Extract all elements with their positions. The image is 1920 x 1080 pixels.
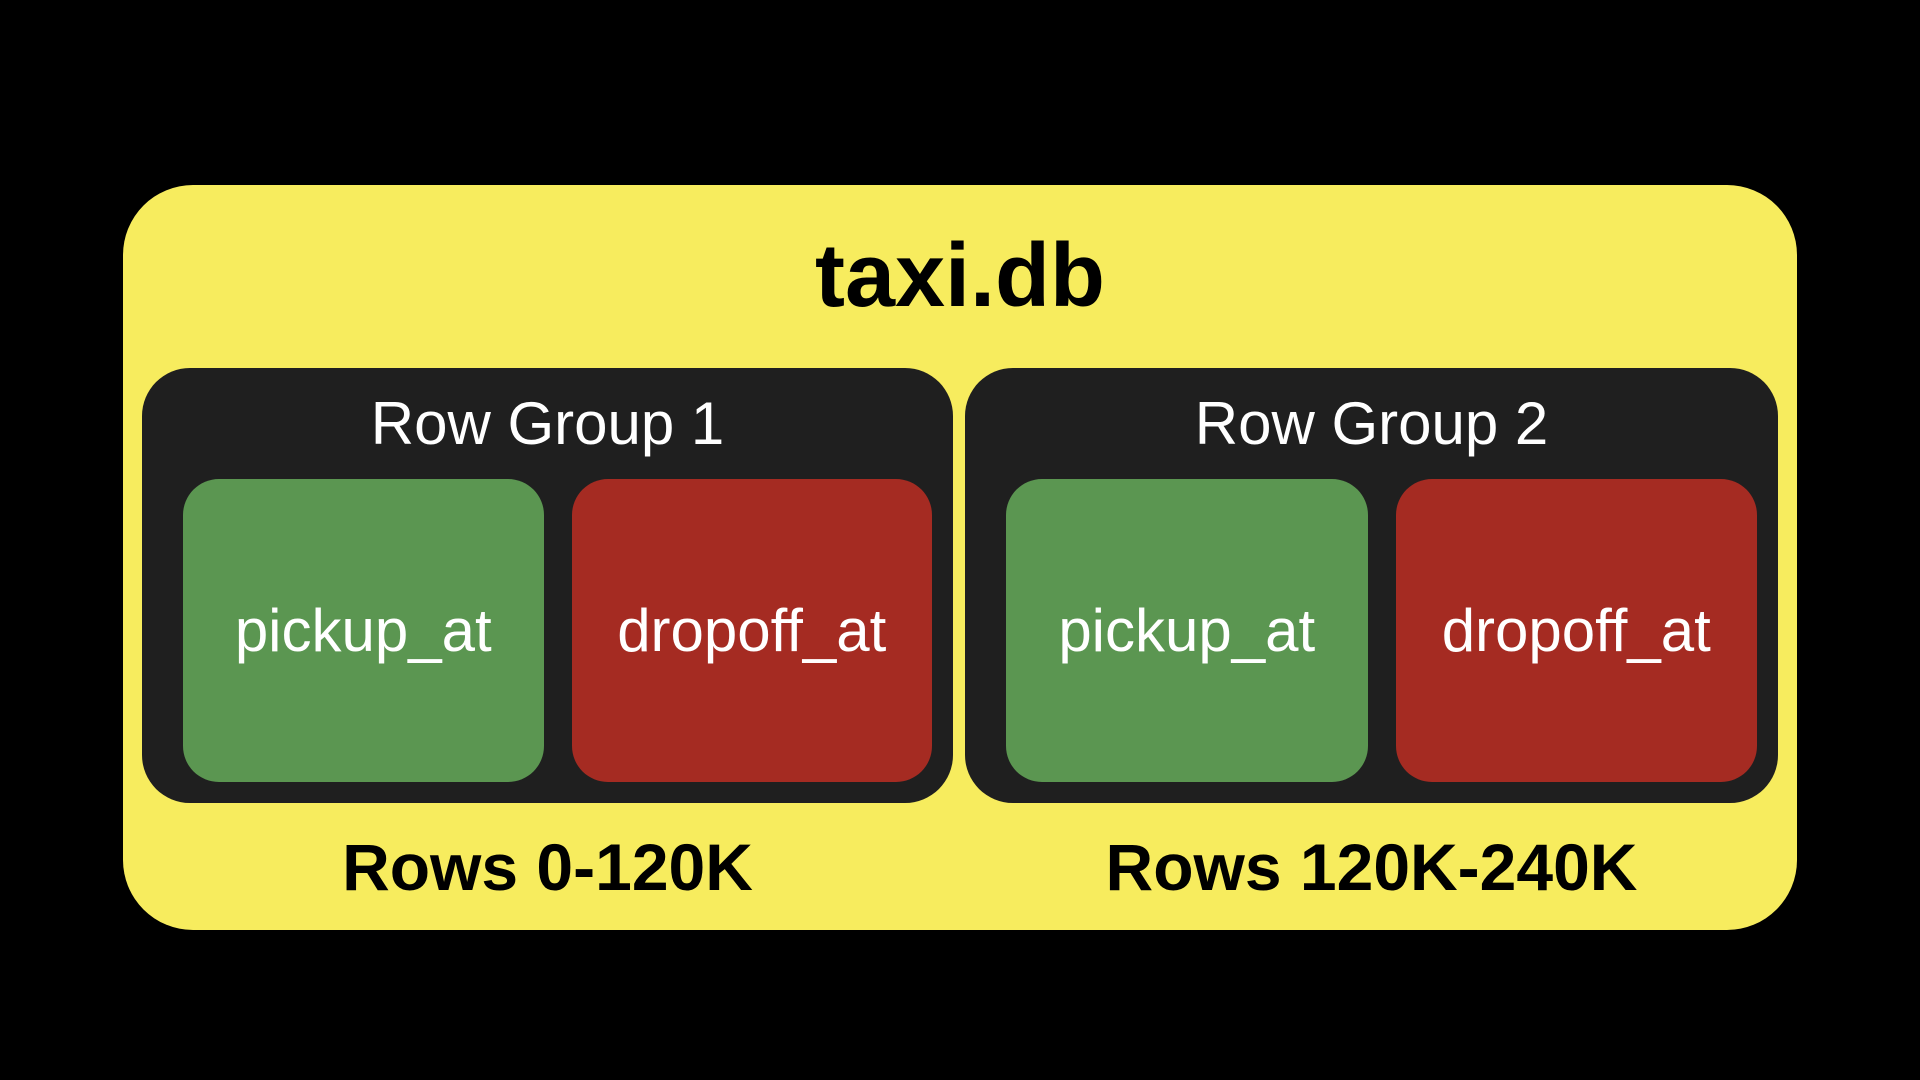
file-box: taxi.db Row Group 1 pickup_at dropoff_at… — [123, 185, 1797, 930]
file-title: taxi.db — [814, 226, 1106, 326]
rows-range-label-1: Rows 0-120K — [342, 829, 753, 904]
row-group-1: Row Group 1 pickup_at dropoff_at — [142, 368, 953, 803]
row-group-2: Row Group 2 pickup_at dropoff_at — [965, 368, 1778, 803]
column-chunk-dropoff-at: dropoff_at — [571, 479, 932, 782]
row-group-2-columns: pickup_at dropoff_at — [965, 479, 1778, 782]
rows-range-label-2: Rows 120K-240K — [1105, 829, 1638, 904]
row-group-1-columns: pickup_at dropoff_at — [142, 479, 953, 782]
column-chunk-pickup-at: pickup_at — [1006, 479, 1368, 782]
column-chunk-pickup-at: pickup_at — [183, 479, 544, 782]
column-chunk-dropoff-at: dropoff_at — [1395, 479, 1757, 782]
row-group-1-title: Row Group 1 — [370, 390, 725, 457]
row-group-2-title: Row Group 2 — [1194, 390, 1549, 457]
